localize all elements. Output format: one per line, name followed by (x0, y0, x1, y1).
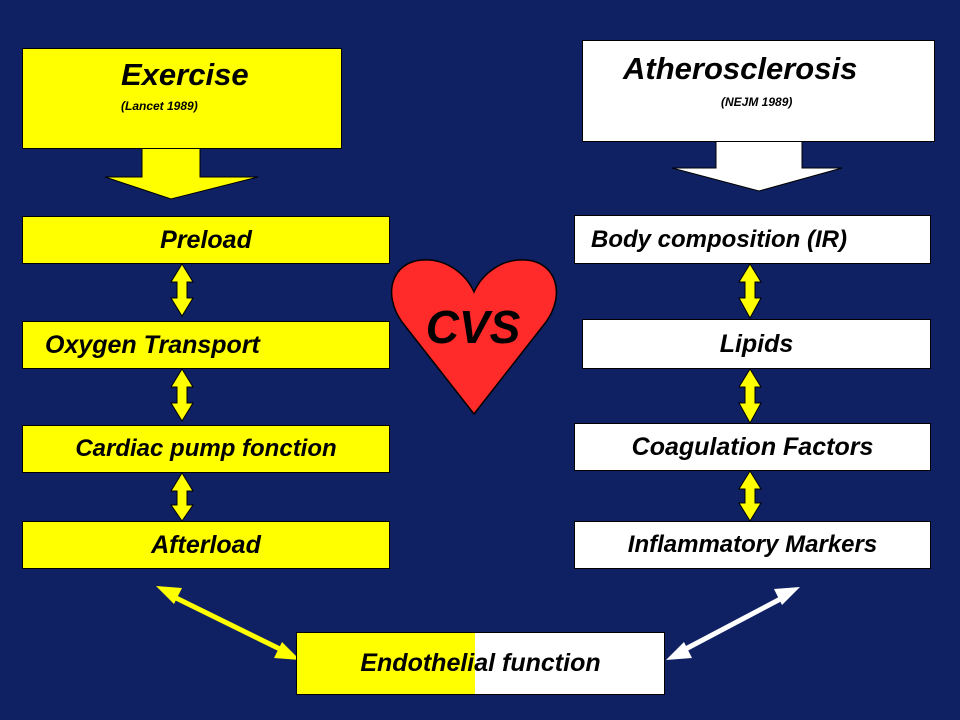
right-double-arrow-1 (738, 263, 762, 320)
preload-label: Preload (160, 225, 252, 254)
left-double-arrow-2 (170, 368, 194, 422)
left-diagonal-arrow (156, 586, 300, 660)
cardiac-pump-label: Cardiac pump fonction (75, 435, 337, 462)
coagulation-factors-box: Coagulation Factors (574, 423, 931, 471)
afterload-box: Afterload (22, 521, 390, 569)
exercise-title: Exercise (121, 57, 249, 92)
endothelial-function-box: Endothelial function (296, 632, 665, 695)
exercise-header-box: Exercise (Lancet 1989) (22, 48, 342, 149)
right-diagonal-arrow (666, 587, 800, 660)
body-composition-box: Body composition (IR) (574, 215, 931, 264)
atherosclerosis-header-box: Atherosclerosis (NEJM 1989) (582, 40, 935, 142)
left-double-arrow-3 (170, 472, 194, 522)
body-composition-label: Body composition (IR) (591, 225, 847, 253)
heart-icon (391, 259, 557, 416)
lipids-box: Lipids (582, 319, 931, 369)
endothelial-function-label: Endothelial function (360, 649, 601, 677)
atherosclerosis-title: Atherosclerosis (623, 51, 858, 86)
right-double-arrow-2 (738, 368, 762, 425)
oxygen-transport-box: Oxygen Transport (22, 321, 390, 369)
cardiac-pump-box: Cardiac pump fonction (22, 425, 390, 473)
atherosclerosis-down-arrow (671, 140, 843, 192)
left-double-arrow-1 (170, 263, 194, 317)
afterload-label: Afterload (151, 530, 261, 559)
atherosclerosis-citation: (NEJM 1989) (721, 95, 793, 109)
inflammatory-markers-box: Inflammatory Markers (574, 521, 931, 569)
oxygen-transport-label: Oxygen Transport (45, 330, 260, 359)
exercise-down-arrow (104, 147, 259, 200)
exercise-citation: (Lancet 1989) (121, 99, 198, 113)
coagulation-factors-label: Coagulation Factors (631, 432, 874, 461)
cvs-label: CVS (425, 301, 521, 353)
preload-box: Preload (22, 216, 390, 264)
right-double-arrow-3 (738, 470, 762, 522)
lipids-label: Lipids (719, 329, 794, 358)
inflammatory-markers-label: Inflammatory Markers (627, 531, 878, 558)
